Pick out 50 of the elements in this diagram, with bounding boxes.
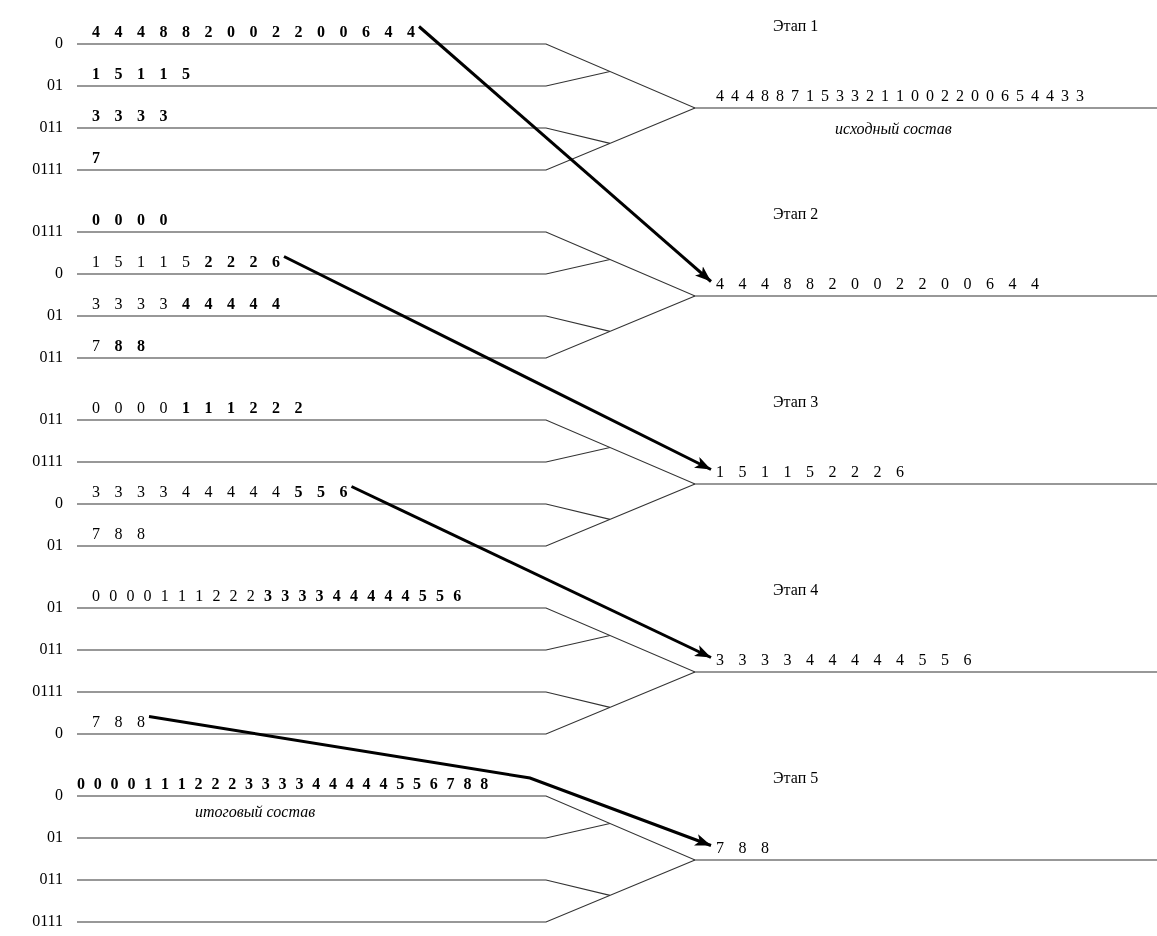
car-sequence: 0 0 0 0 1 1 1 2 2 2 3 3 3 3 4 4 4 4 4 5 5 6: [92, 585, 462, 605]
stage-title: Этап 4: [773, 579, 819, 599]
train-composition: 3 3 3 3 4 4 4 4 4 5 5 6: [716, 649, 972, 669]
track-number: 0: [55, 262, 63, 282]
track-number: 0111: [32, 158, 63, 178]
train-composition: 4 4 4 8 8 2 0 0 2 2 0 0 6 4 4: [716, 273, 1039, 293]
track-number: 0111: [32, 220, 63, 240]
car-sequence: 7 8 8: [92, 523, 145, 543]
track-number: 011: [39, 868, 63, 888]
train-composition: 4 4 4 8 8 7 1 5 3 3 2 1 1 0 0 2 2 0 0 6 5 4 4 3 3: [716, 85, 1084, 105]
track-number: 0: [55, 784, 63, 804]
track-number: 0: [55, 492, 63, 512]
arrow: [283, 255, 712, 471]
track-number: 01: [47, 74, 63, 94]
track-number: 011: [39, 638, 63, 658]
arrow: [148, 715, 712, 847]
arrow: [418, 25, 712, 283]
track-number: 01: [47, 534, 63, 554]
track-number: 0111: [32, 450, 63, 470]
track-number: 01: [47, 596, 63, 616]
track-number: 011: [39, 408, 63, 428]
track-number: 0: [55, 32, 63, 52]
train-composition: 7 8 8: [716, 837, 769, 857]
composition-caption: исходный состав: [835, 118, 952, 138]
car-sequence: 3 3 3 3 4 4 4 4 4 5 5 6: [92, 481, 348, 501]
track-number: 011: [39, 346, 63, 366]
car-sequence: 3 3 3 3 4 4 4 4 4: [92, 293, 280, 313]
stage-title: Этап 1: [773, 15, 819, 35]
composition-caption: итоговый состав: [195, 801, 316, 821]
stage-title: Этап 3: [773, 391, 819, 411]
car-sequence: 7 8 8: [92, 335, 145, 355]
car-sequence: 0 0 0 0: [92, 209, 168, 229]
track-number: 01: [47, 304, 63, 324]
track-number: 0111: [32, 680, 63, 700]
car-sequence: 0 0 0 0 1 1 1 2 2 2: [92, 397, 303, 417]
train-composition: 1 5 1 1 5 2 2 2 6: [716, 461, 904, 481]
car-sequence: 1 5 1 1 5 2 2 2 6: [92, 251, 280, 271]
arrow: [350, 485, 712, 659]
car-sequence: 1 5 1 1 5: [92, 63, 190, 83]
stage-title: Этап 5: [773, 767, 819, 787]
car-sequence: 7: [92, 147, 100, 167]
car-sequence: 4 4 4 8 8 2 0 0 2 2 0 0 6 4 4: [92, 21, 415, 41]
track-number: 0: [55, 722, 63, 742]
track-number: 011: [39, 116, 63, 136]
track-number: 0111: [32, 910, 63, 930]
car-sequence: 0 0 0 0 1 1 1 2 2 2 3 3 3 3 4 4 4 4 4 5 5 6 7 8 8: [77, 773, 489, 793]
track-number: 01: [47, 826, 63, 846]
stage-title: Этап 2: [773, 203, 819, 223]
car-sequence: 7 8 8: [92, 711, 145, 731]
car-sequence: 3 3 3 3: [92, 105, 168, 125]
